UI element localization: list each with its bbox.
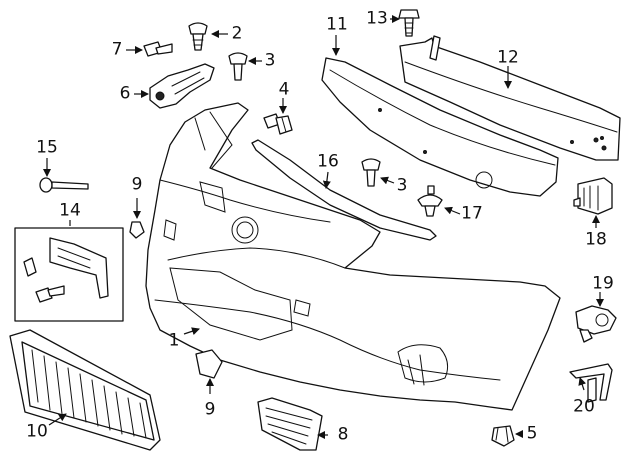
callout-12: 12 [497, 47, 519, 68]
leader-lines [43, 15, 604, 439]
license-bracket-kit-14 [14, 227, 124, 322]
lower-grille-10 [9, 329, 161, 451]
callout-9-lower: 9 [204, 399, 216, 420]
callout-16: 16 [317, 151, 339, 172]
cap-9b [195, 349, 223, 379]
callout-5: 5 [526, 423, 538, 444]
clip-3b [361, 158, 381, 187]
callout-4: 4 [278, 79, 290, 100]
upper-moulding-16 [251, 139, 437, 241]
callout-18: 18 [585, 229, 607, 250]
callout-20: 20 [573, 396, 595, 417]
callout-15: 15 [36, 137, 58, 158]
screw-7 [143, 41, 173, 57]
clip-3a [228, 52, 248, 81]
parking-sensor-18 [573, 177, 613, 215]
side-bracket-6 [149, 63, 215, 109]
stud-15 [39, 177, 89, 193]
push-clip-2 [188, 22, 208, 51]
cap-9a [129, 221, 145, 239]
bolt-4 [263, 113, 293, 135]
callout-14: 14 [59, 200, 81, 221]
callout-6: 6 [119, 83, 131, 104]
callout-3-upper: 3 [264, 50, 276, 71]
callout-1: 1 [168, 330, 180, 351]
callout-19: 19 [592, 273, 614, 294]
nut-5 [491, 425, 515, 447]
callout-3-lower: 3 [396, 175, 408, 196]
callout-7: 7 [111, 39, 123, 60]
energy-absorber-11 [321, 57, 559, 197]
callout-11: 11 [326, 14, 348, 35]
sensor-bracket-20 [569, 363, 613, 403]
callout-13: 13 [366, 8, 388, 29]
bolt-13 [398, 9, 420, 37]
sensor-19 [575, 305, 617, 343]
reinforcement-beam-12 [399, 35, 621, 161]
callout-9-upper: 9 [131, 174, 143, 195]
clip-17 [417, 185, 443, 217]
bumper-cover [145, 102, 561, 411]
callout-17: 17 [461, 203, 483, 224]
callout-2: 2 [231, 23, 243, 44]
side-grille-8 [257, 397, 323, 451]
callout-10: 10 [26, 421, 48, 442]
callout-8: 8 [337, 424, 349, 445]
